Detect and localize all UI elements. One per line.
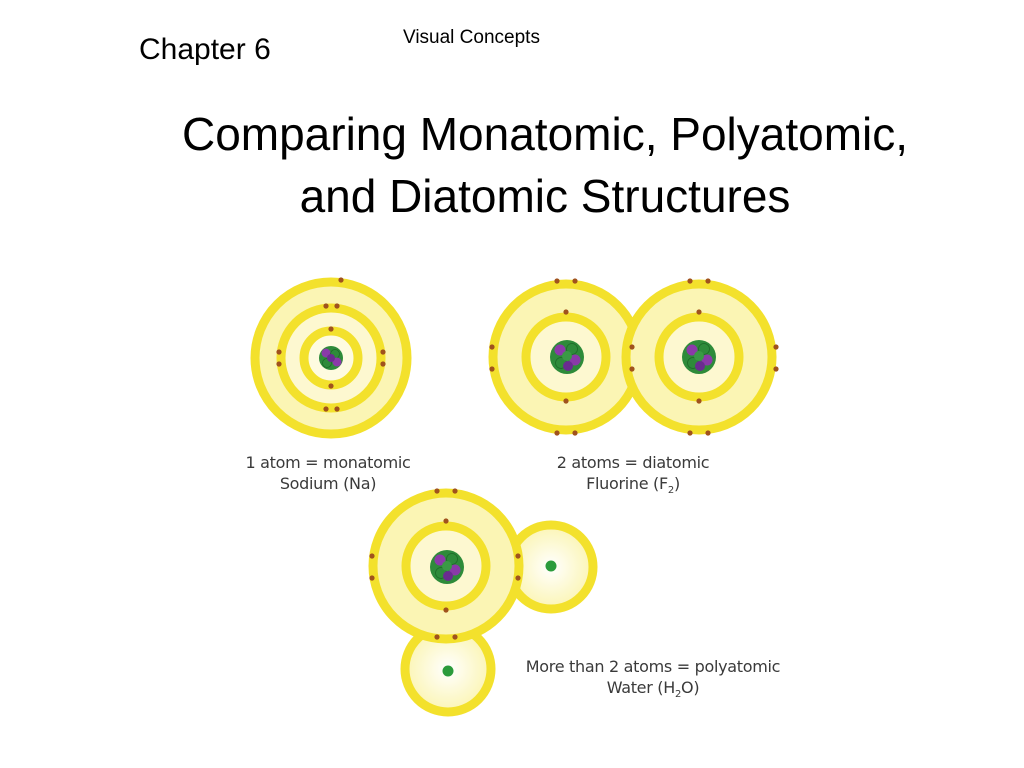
polyatomic-caption-line-1: More than 2 atoms = polyatomic: [525, 657, 781, 676]
oxygen-nucleus: [430, 550, 464, 584]
visual-concepts-label: Visual Concepts: [403, 27, 540, 48]
sodium-atom: [250, 277, 412, 439]
hydrogen-nucleus-bottom: [442, 665, 454, 677]
diatomic-formula-prefix: Fluorine (F: [586, 474, 668, 493]
diatomic-caption: 2 atoms = diatomic Fluorine (F2): [528, 452, 738, 501]
diatomic-caption-line-1: 2 atoms = diatomic: [556, 453, 710, 472]
chapter-label: Chapter 6: [139, 33, 271, 66]
water-electrons: [369, 488, 521, 640]
monatomic-caption-line-2: Sodium (Na): [279, 474, 377, 493]
fluorine-nucleus-right: [682, 340, 716, 374]
fluorine-nucleus-left: [550, 340, 584, 374]
diatomic-caption-line-2: Fluorine (F2): [528, 473, 738, 501]
slide-title: Comparing Monatomic, Polyatomic, and Dia…: [110, 103, 980, 227]
fluorine-electrons: [489, 278, 779, 436]
water-molecule: [368, 488, 598, 717]
polyatomic-formula-suffix: O): [681, 678, 700, 697]
title-line-1: Comparing Monatomic, Polyatomic,: [181, 108, 909, 160]
fluorine-molecule: [488, 278, 779, 436]
polyatomic-formula-subscript: 2: [674, 689, 682, 701]
title-line-2: and Diatomic Structures: [299, 170, 791, 222]
hydrogen-nucleus-right: [545, 560, 557, 572]
diatomic-formula-subscript: 2: [667, 485, 674, 497]
sodium-electrons: [276, 277, 386, 412]
polyatomic-caption: More than 2 atoms = polyatomic Water (H2…: [506, 656, 800, 705]
diatomic-formula-suffix: ): [673, 474, 680, 493]
polyatomic-formula-prefix: Water (H: [606, 678, 676, 697]
polyatomic-caption-line-2: Water (H2O): [506, 677, 800, 705]
monatomic-caption: 1 atom = monatomic Sodium (Na): [218, 452, 438, 494]
sodium-nucleus: [319, 346, 343, 370]
monatomic-caption-line-1: 1 atom = monatomic: [245, 453, 411, 472]
